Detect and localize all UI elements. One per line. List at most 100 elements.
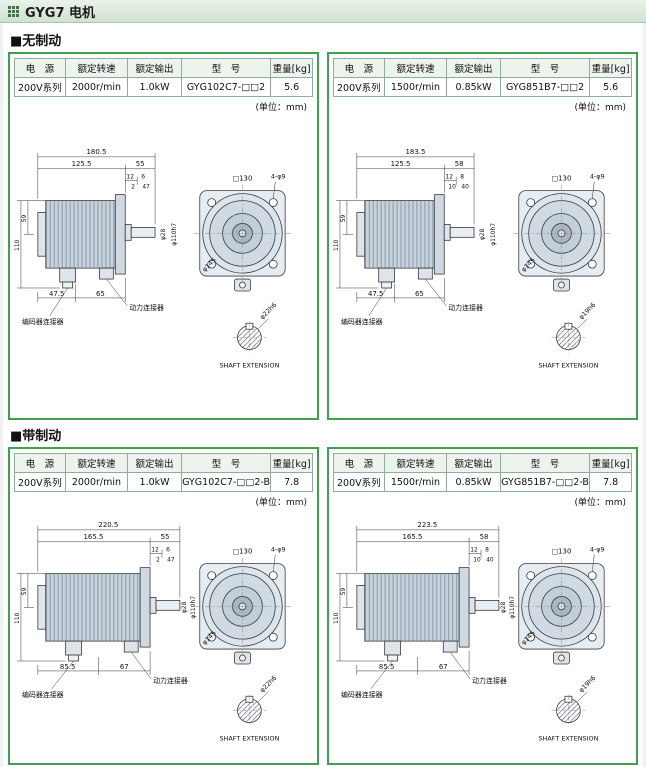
col-power: 电 源	[14, 58, 66, 78]
dim-pilot-dia: φ110h7	[190, 596, 197, 619]
motor-body	[45, 200, 116, 269]
dim-b: 8	[460, 174, 464, 181]
mount-hole	[526, 198, 536, 207]
label-encoder-connector: 编码器连接器	[22, 317, 64, 326]
spec-table: 电 源 额定转速 额定输出 型 号 重量[kg] 200V系列 1500r/mi…	[333, 58, 632, 97]
dim-mount-holes: 4-φ9	[271, 546, 286, 554]
dim-b: 8	[485, 547, 489, 554]
label-encoder-connector: 编码器连接器	[341, 317, 383, 326]
dim-ext-dia: φ19h6	[577, 301, 597, 321]
col-power: 电 源	[14, 453, 66, 473]
label-power-connector: 动力连接器	[472, 676, 507, 685]
shaft	[449, 227, 475, 238]
front-view	[518, 190, 605, 292]
cell-weight: 5.6	[589, 77, 632, 97]
motor-drawing: 223.5 165.5 58 12 8 10 40 59 110 85.5 67…	[333, 521, 611, 742]
col-speed: 额定转速	[64, 453, 129, 473]
dimension-text: 220.5 165.5 55 12 6 2 47 59 110 85.5 67 …	[14, 521, 197, 699]
dim-shaft-length: 58	[480, 533, 489, 541]
table-header-row: 电 源 额定转速 额定输出 型 号 重量[kg]	[333, 58, 632, 78]
dimension-lines	[335, 152, 475, 316]
col-weight: 重量[kg]	[270, 58, 313, 78]
dim-pilot-dia: φ110h7	[509, 596, 516, 619]
cell-weight: 7.8	[589, 472, 632, 492]
front-connector-pin	[558, 281, 565, 289]
front-connector-pin	[239, 281, 246, 289]
side-view	[37, 194, 156, 289]
dim-pilot-dia: φ110h7	[171, 223, 178, 246]
dim-left-b: 110	[14, 612, 21, 624]
encoder-housing	[356, 585, 366, 630]
table-row: 200V系列 1500r/min 0.85kW GYG851B7-□□2 5.6	[333, 77, 632, 97]
motor-drawing: 220.5 165.5 55 12 6 2 47 59 110 85.5 67 …	[14, 521, 292, 742]
dim-body-length: 165.5	[84, 533, 104, 541]
dim-bottom-a: 47.5	[368, 290, 383, 298]
side-view	[356, 567, 500, 662]
front-view	[199, 190, 286, 292]
front-centerlines	[512, 184, 611, 283]
panel-gyg851b7: 电 源 额定转速 额定输出 型 号 重量[kg] 200V系列 1500r/mi…	[327, 52, 638, 420]
encoder-connector	[384, 640, 401, 656]
dim-left-a: 59	[340, 214, 347, 222]
front-view	[518, 563, 605, 665]
front-centerlines	[193, 184, 292, 283]
section-heading-no-brake: ■无制动	[10, 34, 62, 49]
mount-hole	[268, 632, 278, 642]
dim-flange-square: □130	[552, 175, 572, 183]
col-output: 额定输出	[127, 58, 182, 78]
page-title: GYG7 电机	[25, 5, 96, 21]
cell-weight: 7.8	[270, 472, 313, 492]
cell-power: 200V系列	[333, 77, 385, 97]
motor-body	[45, 573, 141, 642]
dim-mount-holes: 4-φ9	[271, 173, 286, 181]
flange	[458, 567, 470, 648]
shaft-extension-centerlines	[551, 321, 586, 354]
cell-speed: 2000r/min	[64, 77, 129, 97]
dim-shaft-length: 58	[455, 160, 464, 168]
col-weight: 重量[kg]	[589, 453, 632, 473]
col-model: 型 号	[180, 58, 272, 78]
label-shaft-extension: SHAFT EXTENSION	[219, 361, 279, 369]
dim-ext-dia: φ22h6	[258, 674, 278, 694]
table-header-row: 电 源 额定转速 额定输出 型 号 重量[kg]	[14, 58, 313, 78]
col-weight: 重量[kg]	[270, 453, 313, 473]
dim-d: 47	[142, 184, 150, 191]
cell-speed: 1500r/min	[383, 472, 448, 492]
dim-body-length: 125.5	[391, 160, 411, 168]
dim-shaft-dia: φ28	[479, 228, 486, 240]
cell-power: 200V系列	[14, 77, 66, 97]
table-row: 200V系列 1500r/min 0.85kW GYG851B7-□□2-B 7…	[333, 472, 632, 492]
encoder-connector	[65, 640, 82, 656]
dim-a: 12	[445, 174, 453, 181]
dim-left-a: 59	[21, 214, 28, 222]
dim-d: 40	[461, 184, 469, 191]
col-model: 型 号	[180, 453, 272, 473]
front-centerlines	[512, 557, 611, 656]
label-power-connector: 动力连接器	[448, 303, 483, 312]
mount-hole	[526, 259, 536, 269]
mount-hole	[268, 259, 278, 269]
dim-b: 6	[166, 547, 170, 554]
ext-dia-leader	[577, 318, 588, 329]
table-header-row: 电 源 额定转速 额定输出 型 号 重量[kg]	[333, 453, 632, 473]
dim-pilot-dia: φ110h7	[490, 223, 497, 246]
panel-gyg851b7-brake: 电 源 额定转速 额定输出 型 号 重量[kg] 200V系列 1500r/mi…	[327, 447, 638, 765]
spec-table: 电 源 额定转速 额定输出 型 号 重量[kg] 200V系列 2000r/mi…	[14, 453, 313, 492]
mount-hole-leader	[273, 181, 276, 199]
cell-model: GYG851B7-□□2-B	[499, 472, 591, 492]
mount-hole	[587, 259, 597, 269]
cell-weight: 5.6	[270, 77, 313, 97]
dim-body-length: 165.5	[403, 533, 423, 541]
mount-hole-leader	[273, 554, 276, 572]
dim-total-length: 220.5	[98, 521, 118, 529]
label-power-connector: 动力连接器	[129, 303, 164, 312]
unit-note: (单位：mm)	[574, 498, 626, 508]
encoder-connector-tip	[68, 654, 79, 662]
col-power: 电 源	[333, 453, 385, 473]
dim-ext-dia: φ19h6	[577, 674, 597, 694]
col-power: 电 源	[333, 58, 385, 78]
ext-dia-leader	[258, 318, 269, 329]
dimension-text: 223.5 165.5 58 12 8 10 40 59 110 85.5 67…	[333, 521, 516, 699]
mount-hole	[526, 632, 536, 642]
